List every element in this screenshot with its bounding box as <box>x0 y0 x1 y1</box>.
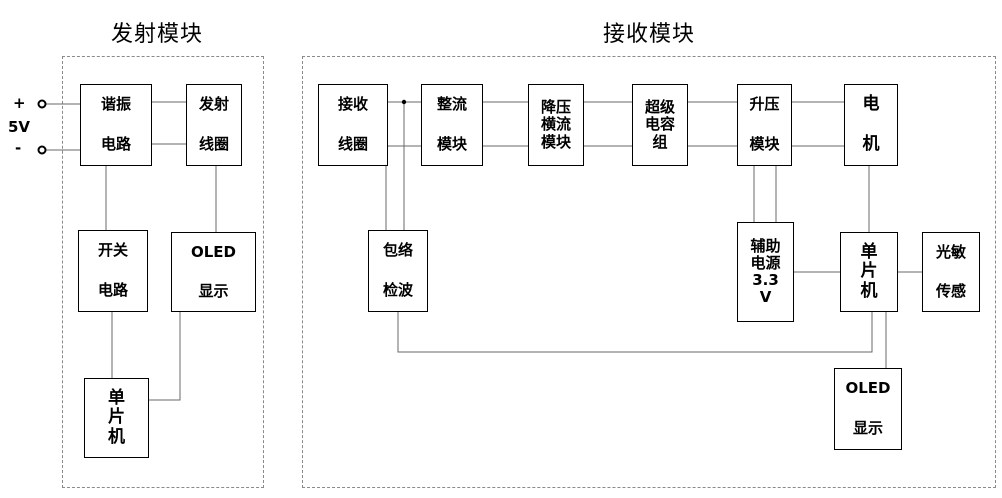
block-label: 电容 <box>644 115 675 134</box>
block-label: 电路 <box>97 281 128 300</box>
receiver-title: 接收模块 <box>603 22 696 47</box>
block-label: 线圈 <box>198 135 229 154</box>
block-label: 单 <box>860 241 878 262</box>
receive-coil-block: 接收 线圈 <box>318 84 388 166</box>
rx-mcu-block: 单 片 机 <box>840 232 898 312</box>
buck-cc-block: 降压 横流 模块 <box>528 84 584 166</box>
terminal-plus <box>37 99 47 109</box>
block-label: 机 <box>860 280 878 301</box>
block-label: 超级 <box>644 98 675 117</box>
block-label: OLED <box>190 242 236 261</box>
block-label: 整流 <box>436 95 467 114</box>
block-label: 降压 <box>540 98 571 117</box>
block-label: 升压 <box>749 95 780 114</box>
block-label: V <box>759 288 772 307</box>
block-label: 组 <box>652 132 668 151</box>
block-label: 辅助 <box>750 236 781 255</box>
power-minus-label: - <box>15 139 22 157</box>
block-label: 模块 <box>436 135 467 154</box>
block-label: 模块 <box>540 132 571 151</box>
resonant-circuit-block: 谐振 电路 <box>80 84 152 166</box>
block-label: 开关 <box>97 241 128 260</box>
block-label: 电源 <box>750 253 781 272</box>
transmitter-frame <box>62 56 264 488</box>
block-label: 片 <box>860 261 878 282</box>
receiver-frame <box>302 56 996 488</box>
transmitter-title: 发射模块 <box>111 22 204 47</box>
block-label: 机 <box>862 134 880 155</box>
block-label: 发射 <box>198 95 229 114</box>
block-label: 电路 <box>100 135 131 154</box>
block-label: 电 <box>862 94 880 115</box>
transmit-coil-block: 发射 线圈 <box>186 84 242 166</box>
block-label: 检波 <box>382 281 413 300</box>
block-label: 包络 <box>382 241 413 260</box>
block-label: OLED <box>845 379 891 398</box>
block-label: 谐振 <box>100 95 131 114</box>
light-sensor-block: 光敏 传感 <box>922 232 980 312</box>
boost-block: 升压 模块 <box>737 84 792 166</box>
block-label: 显示 <box>198 281 229 300</box>
block-label: 模块 <box>749 135 780 154</box>
tx-oled-display-block: OLED 显示 <box>171 232 256 312</box>
motor-block: 电 机 <box>844 84 898 166</box>
block-label: 传感 <box>935 281 966 300</box>
switch-circuit-block: 开关 电路 <box>78 230 148 312</box>
rx-oled-display-block: OLED 显示 <box>834 368 902 450</box>
block-label: 单 <box>108 387 125 408</box>
block-label: 机 <box>108 426 125 447</box>
power-voltage-label: 5V <box>8 118 31 136</box>
block-label: 线圈 <box>337 135 368 154</box>
supercap-block: 超级 电容 组 <box>632 84 688 166</box>
block-label: 片 <box>108 407 125 428</box>
power-plus-label: + <box>13 94 26 112</box>
block-label: 显示 <box>852 419 883 438</box>
block-label: 接收 <box>337 95 368 114</box>
tx-mcu-block: 单 片 机 <box>84 378 149 458</box>
block-label: 光敏 <box>935 242 966 261</box>
block-label: 3.3 <box>752 271 779 289</box>
aux-power-block: 辅助 电源 3.3 V <box>737 222 794 322</box>
block-label: 横流 <box>540 115 571 134</box>
terminal-minus <box>37 145 47 155</box>
envelope-detector-block: 包络 检波 <box>368 230 428 312</box>
rectifier-block: 整流 模块 <box>421 84 483 166</box>
